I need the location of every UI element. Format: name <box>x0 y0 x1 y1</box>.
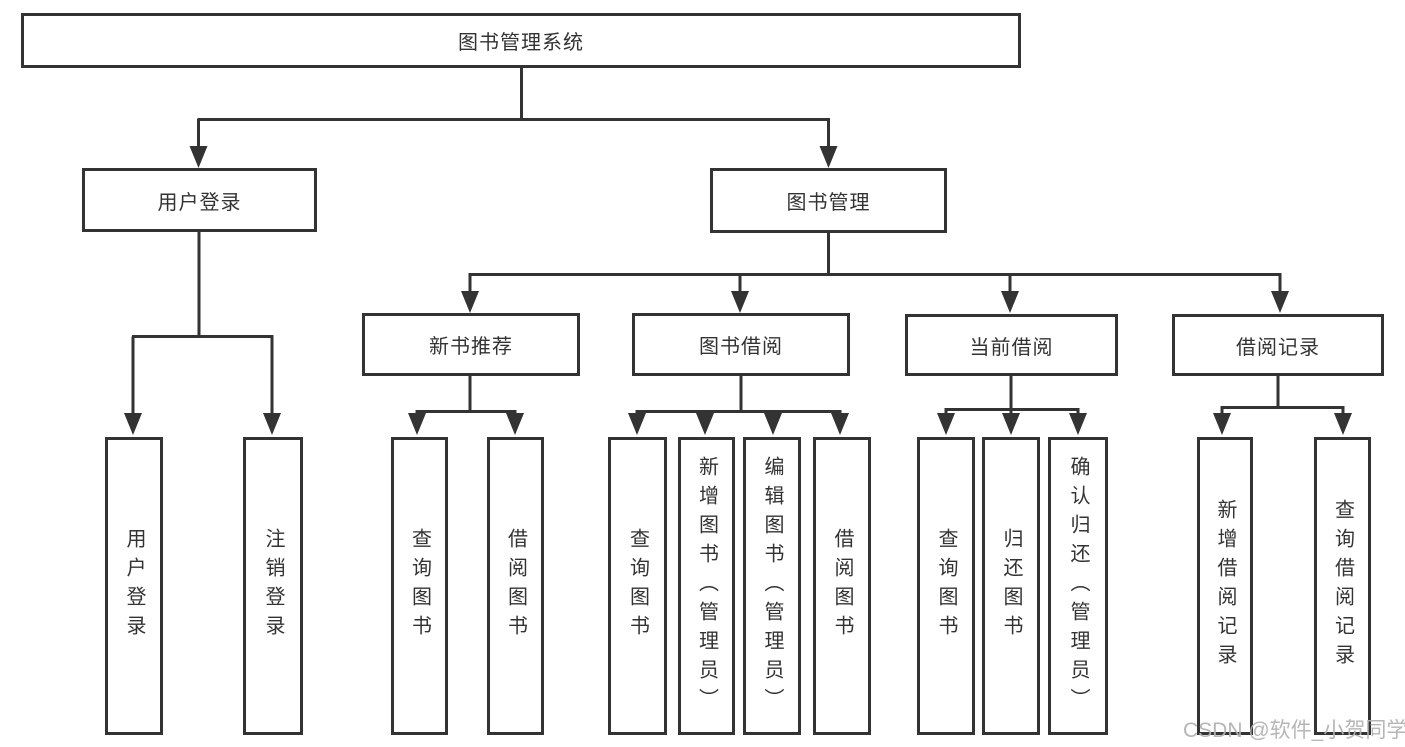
node-records-query-record-label: 查询借阅记录 <box>1331 499 1354 673</box>
node-current-confirm-return-admin-label: 确认归还（管理员） <box>1067 455 1089 717</box>
node-user-login-label: 用户登录 <box>157 191 242 214</box>
node-borrow-query-books: 查询图书 <box>608 437 667 735</box>
node-book-management: 图书管理 <box>710 168 947 233</box>
node-borrow-add-books-admin-label: 新增图书（管理员） <box>695 455 718 717</box>
node-borrow-edit-books-admin: 编辑图书（管理员） <box>743 437 801 735</box>
node-new-book-recommendation: 新书推荐 <box>362 313 580 376</box>
node-borrow-edit-books-admin-label: 编辑图书（管理员） <box>761 455 783 717</box>
node-current-confirm-return-admin: 确认归还（管理员） <box>1048 437 1108 735</box>
node-current-query-books: 查询图书 <box>917 437 975 735</box>
node-borrow-add-books-admin: 新增图书（管理员） <box>678 437 735 735</box>
node-current-return-books: 归还图书 <box>982 437 1040 735</box>
node-user-login: 用户登录 <box>82 168 317 232</box>
node-borrow-borrow-books-label: 借阅图书 <box>831 528 853 644</box>
node-current-query-books-label: 查询图书 <box>935 528 957 644</box>
node-user-login-leaf: 用户登录 <box>105 437 163 735</box>
node-records-add-record-label: 新增借阅记录 <box>1214 499 1236 673</box>
node-logout: 注销登录 <box>243 437 303 735</box>
node-new-book-recommendation-label: 新书推荐 <box>429 336 513 358</box>
node-newbook-query-books-label: 查询图书 <box>408 528 431 644</box>
node-current-borrowing: 当前借阅 <box>905 314 1118 376</box>
node-library-management-system: 图书管理系统 <box>21 13 1021 68</box>
node-borrow-borrow-books: 借阅图书 <box>813 437 871 735</box>
node-library-management-system-label: 图书管理系统 <box>458 32 584 54</box>
node-newbook-borrow-books-label: 借阅图书 <box>504 528 527 644</box>
node-book-borrowing-label: 图书借阅 <box>699 336 783 358</box>
node-newbook-query-books: 查询图书 <box>391 437 448 735</box>
node-user-login-leaf-label: 用户登录 <box>123 528 145 644</box>
csdn-watermark: CSDN @软件_小贺同学 <box>1183 719 1405 742</box>
node-borrowing-records-label: 借阅记录 <box>1236 336 1320 359</box>
node-logout-label: 注销登录 <box>262 528 284 644</box>
node-newbook-borrow-books: 借阅图书 <box>487 437 544 735</box>
node-borrow-query-books-label: 查询图书 <box>626 528 649 644</box>
node-records-add-record: 新增借阅记录 <box>1197 437 1253 735</box>
node-records-query-record: 查询借阅记录 <box>1314 437 1371 735</box>
node-current-return-books-label: 归还图书 <box>1000 528 1022 644</box>
node-borrowing-records: 借阅记录 <box>1172 314 1384 376</box>
node-book-borrowing: 图书借阅 <box>632 313 850 376</box>
node-current-borrowing-label: 当前借阅 <box>969 336 1054 359</box>
node-book-management-label: 图书管理 <box>786 192 871 214</box>
